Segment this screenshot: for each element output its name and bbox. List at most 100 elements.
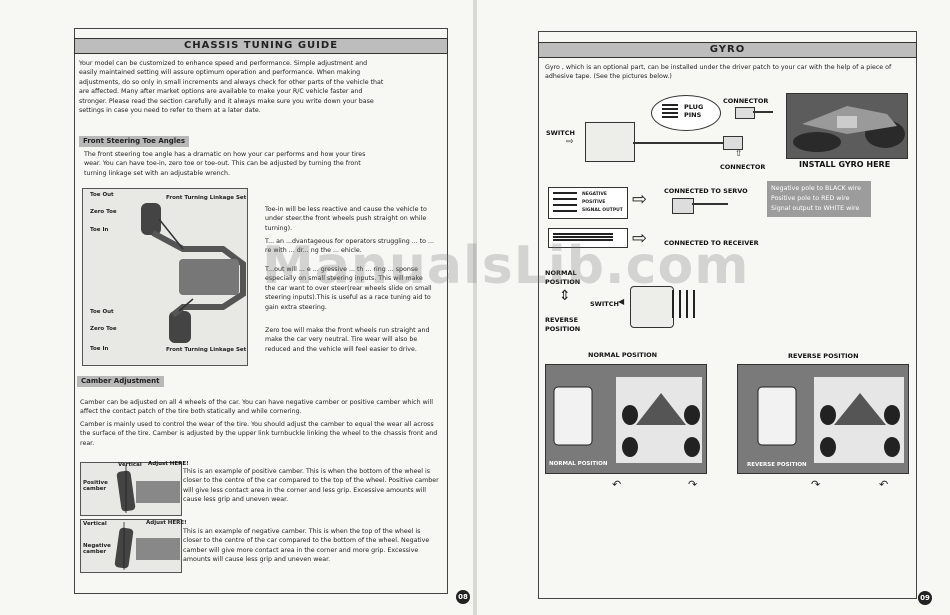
- linkage-bottom: [178, 298, 194, 312]
- toe-in-bottom-label: Toe In: [90, 346, 109, 352]
- car-install-drawing: [787, 94, 907, 158]
- plug-callout: [651, 95, 721, 131]
- normal-photo-drawing: [553, 377, 702, 463]
- reverse-car-wheel-left: [820, 405, 836, 425]
- servo-arrow-icon: ⇨: [632, 189, 648, 210]
- plug-pins-icon: [662, 104, 678, 118]
- switch-label: SWITCH: [546, 129, 575, 137]
- receiver-pins-icon: [553, 233, 613, 241]
- camber-paragraph-1: Camber can be adjusted on all 4 wheels o…: [80, 399, 434, 416]
- toe-in-description: Toe-in will be less reactive and cause t…: [265, 206, 427, 232]
- normal-turn-arrow-left-icon: ↶: [612, 478, 622, 491]
- reverse-photo-drawing: [757, 377, 904, 463]
- negative-camber-diagram: [80, 519, 182, 573]
- servo-wire: [692, 203, 728, 205]
- positive-camber-drawing: [116, 465, 180, 513]
- camber-paragraph-2: Camber is mainly used to control the wea…: [80, 421, 438, 447]
- positive-camber-diagram: [80, 462, 182, 516]
- signal-label: SIGNAL OUTPUT: [582, 208, 623, 213]
- normal-position-caption: NORMAL POSITION: [549, 461, 608, 467]
- wire-notes-box: [767, 181, 871, 217]
- reverse-car-wheel-right-rear: [884, 437, 900, 457]
- normal-car-wheel-right: [684, 405, 700, 425]
- connector-top-icon: [735, 107, 755, 119]
- linkage-bottom-label: Front Turning Linkage Set: [166, 347, 247, 353]
- servo-connector-icon: [672, 198, 694, 214]
- positive-vertical-label: Vertical: [118, 462, 142, 468]
- toe-intro: The front steering toe angle has a drama…: [84, 151, 366, 177]
- right-page-frame: [538, 31, 917, 599]
- gyro-wire: [633, 142, 723, 144]
- zero-toe-bottom-label: Zero Toe: [90, 326, 117, 332]
- toe-out-bottom-label: Toe Out: [90, 309, 114, 315]
- linkage-top: [158, 218, 184, 250]
- pinout-pins-icon: [553, 192, 577, 212]
- normal-gyro-card: [553, 386, 593, 446]
- reverse-car-body: [834, 393, 886, 425]
- normal-car-body: [636, 393, 686, 425]
- positive-adjust-label: Adjust HERE!: [148, 461, 189, 467]
- normal-position-photo: [545, 364, 707, 474]
- connector-arrow-up-icon: ⇧: [735, 149, 743, 159]
- normal-car-wheel-right-rear: [684, 437, 700, 457]
- positive-label: POSITIVE: [582, 200, 606, 205]
- chassis-title: CHASSIS TUNING GUIDE: [74, 38, 448, 54]
- normal-position-heading: NORMAL POSITION: [588, 351, 658, 359]
- connector-top-wire: [753, 111, 773, 113]
- switch-label-2: SWITCH: [590, 300, 619, 308]
- front-wheel-bottom: [169, 311, 191, 343]
- left-page-number: 08: [456, 590, 470, 604]
- negative-label: NEGATIVE: [582, 192, 607, 197]
- connected-to-servo-label: CONNECTED TO SERVO: [664, 187, 748, 195]
- gyro-intro: Gyro , which is an optional part, can be…: [545, 64, 892, 81]
- normal-car-wheel-left-rear: [622, 437, 638, 457]
- positive-camber-label: Positive camber: [83, 480, 108, 492]
- negative-camber-drawing: [114, 522, 180, 570]
- toe-out-top-label: Toe Out: [90, 192, 114, 198]
- photo-wheel-left: [793, 132, 841, 152]
- page-spine: [473, 0, 477, 615]
- reverse-position-caption: REVERSE POSITION: [747, 462, 807, 468]
- camber-section-title: Camber Adjustment: [77, 376, 164, 387]
- front-wheel-top: [141, 203, 161, 235]
- connector-top-label: CONNECTOR: [723, 97, 769, 105]
- connector-bottom-icon: [723, 136, 743, 150]
- reverse-car-wheel-right: [884, 405, 900, 425]
- reverse-position-label: REVERSE POSITION: [545, 316, 581, 333]
- wire-note-white: Signal output to WHITE wire: [771, 205, 860, 212]
- negative-camber-label: Negative camber: [83, 543, 111, 555]
- normal-position-label: NORMAL POSITION: [545, 269, 581, 286]
- negative-vertical-label: Vertical: [83, 521, 107, 527]
- reverse-gyro-card: [757, 386, 797, 446]
- chassis-body: [179, 259, 239, 295]
- normal-turn-arrow-right-icon: ↷: [688, 478, 698, 491]
- switch-left-arrow-icon: ◀: [618, 297, 625, 306]
- gyro-unit-switch-pins: [672, 290, 700, 318]
- positive-camber-text: This is an example of positive camber. T…: [183, 468, 439, 504]
- toe-diagram: [82, 188, 248, 366]
- manualslib-watermark: ManualsLib.com: [262, 236, 750, 296]
- linkage-top-label: Front Turning Linkage Set: [166, 195, 247, 201]
- normal-car-wheel-left: [622, 405, 638, 425]
- zero-toe-description: Zero toe will make the front wheels run …: [265, 327, 430, 353]
- toe-in-description-2: T... an ...dvantageous for operators str…: [265, 238, 435, 255]
- car-install-photo: [786, 93, 908, 159]
- negative-camber-text: This is an example of negative camber. T…: [183, 528, 430, 564]
- toe-out-description: T...out will ... e ... gressive ... th .…: [265, 266, 432, 311]
- chassis-intro: Your model can be customized to enhance …: [79, 60, 384, 115]
- wire-note-red: Positive pole to RED wire: [771, 195, 850, 202]
- connected-to-receiver-label: CONNECTED TO RECEIVER: [664, 239, 759, 247]
- connector-bottom-label: CONNECTOR: [720, 163, 766, 171]
- reverse-position-photo: [737, 364, 909, 474]
- left-page-frame: [74, 28, 448, 594]
- reverse-turn-arrow-left-icon: ↷: [811, 478, 821, 491]
- wire-note-black: Negative pole to BLACK wire: [771, 185, 861, 192]
- toe-section-title: Front Steering Toe Angles: [79, 136, 190, 147]
- right-page-number: 09: [918, 591, 932, 605]
- receiver-arrow-icon: ⇨: [632, 228, 648, 249]
- reverse-turn-arrow-right-icon: ↶: [879, 478, 889, 491]
- position-toggle-arrow-icon: ⇕: [559, 288, 571, 304]
- photo-gyro: [837, 116, 857, 128]
- reverse-car-wheel-left-rear: [820, 437, 836, 457]
- install-gyro-label: INSTALL GYRO HERE: [799, 160, 891, 169]
